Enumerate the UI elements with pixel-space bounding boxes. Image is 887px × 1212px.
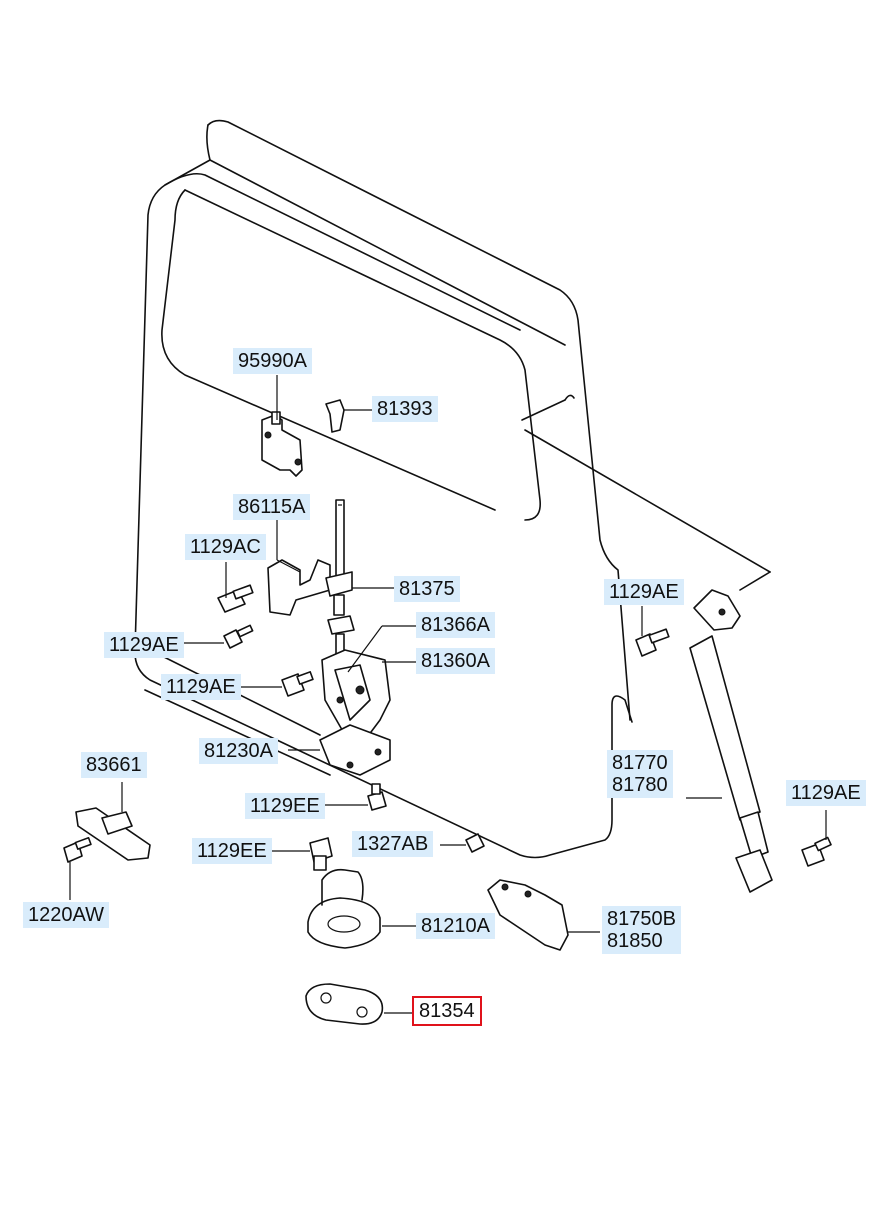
part-label-81750B: 81750B bbox=[607, 908, 676, 930]
part-label-1129EE-lower[interactable]: 1129EE bbox=[192, 838, 272, 864]
part-label-81230A[interactable]: 81230A bbox=[199, 738, 278, 764]
part-81354-drawing bbox=[305, 983, 384, 1025]
part-label-1129AE-mid[interactable]: 1129AE bbox=[161, 674, 241, 700]
part-95990A-drawing bbox=[261, 411, 303, 477]
part-81360A-drawing bbox=[321, 649, 391, 741]
part-label-81770: 81770 bbox=[612, 752, 668, 774]
part-label-1220AW[interactable]: 1220AW bbox=[23, 902, 109, 928]
tailgate-panel bbox=[134, 119, 771, 859]
part-label-81366A[interactable]: 81366A bbox=[416, 612, 495, 638]
part-81393-drawing bbox=[325, 399, 345, 433]
part-label-81393[interactable]: 81393 bbox=[372, 396, 438, 422]
part-81770-drawing bbox=[689, 589, 773, 893]
bolts-drawing bbox=[63, 584, 832, 871]
part-81230A-drawing bbox=[319, 724, 391, 776]
part-label-1129AC[interactable]: 1129AC bbox=[185, 534, 266, 560]
part-label-81354-selected[interactable]: 81354 bbox=[412, 996, 482, 1026]
part-label-81375[interactable]: 81375 bbox=[394, 576, 460, 602]
part-83661-drawing bbox=[75, 807, 151, 861]
part-label-1129AE-far-right[interactable]: 1129AE bbox=[786, 780, 866, 806]
part-label-1129AE-right[interactable]: 1129AE bbox=[604, 579, 684, 605]
part-label-95990A[interactable]: 95990A bbox=[233, 348, 312, 374]
part-81210A-drawing bbox=[307, 868, 381, 949]
part-81375-drawing bbox=[325, 571, 353, 616]
part-label-81780: 81780 bbox=[612, 774, 668, 796]
part-label-83661[interactable]: 83661 bbox=[81, 752, 147, 778]
part-label-81210A[interactable]: 81210A bbox=[416, 913, 495, 939]
leader-lines bbox=[69, 375, 827, 1014]
part-label-81770-81780[interactable]: 81770 81780 bbox=[607, 750, 673, 798]
part-label-81360A[interactable]: 81360A bbox=[416, 648, 495, 674]
part-label-1327AB[interactable]: 1327AB bbox=[352, 831, 434, 857]
part-86115A-drawing bbox=[267, 499, 345, 616]
part-label-1129AE-left[interactable]: 1129AE bbox=[104, 632, 184, 658]
part-label-81750B-81850[interactable]: 81750B 81850 bbox=[602, 906, 681, 954]
part-label-1129EE-upper[interactable]: 1129EE bbox=[245, 793, 325, 819]
part-label-86115A[interactable]: 86115A bbox=[233, 494, 311, 520]
part-81750B-drawing bbox=[487, 879, 569, 951]
part-label-81850: 81850 bbox=[607, 930, 663, 952]
